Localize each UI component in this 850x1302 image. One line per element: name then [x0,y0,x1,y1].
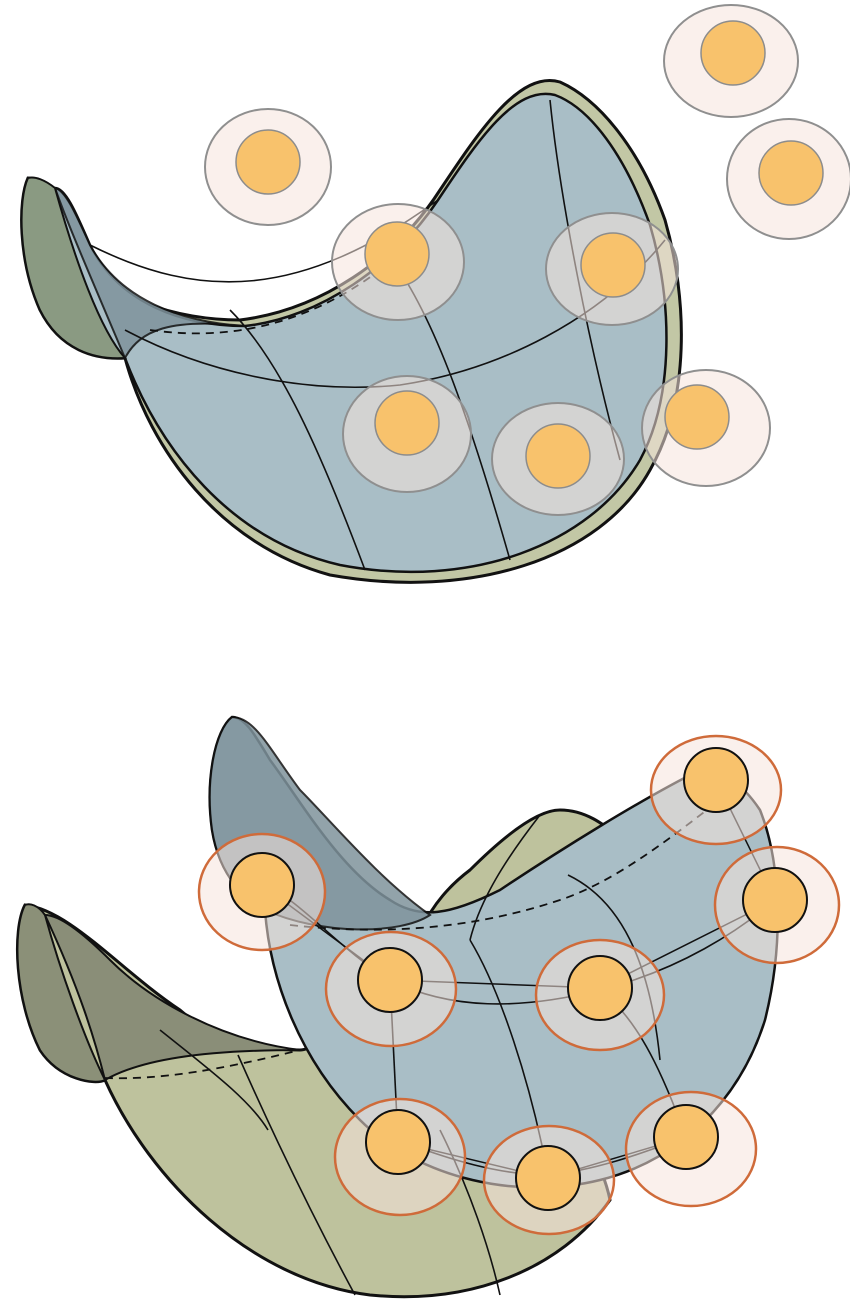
bottom-panel [17,717,839,1297]
bottom-node-3 [743,868,807,932]
top-node-2 [701,21,765,85]
bottom-node-5 [568,956,632,1020]
top-node-3 [759,141,823,205]
top-node-7 [526,424,590,488]
top-node-1 [236,130,300,194]
top-panel [22,5,850,582]
bottom-node-6 [366,1110,430,1174]
bottom-node-8 [654,1105,718,1169]
bottom-node-2 [230,853,294,917]
top-node-8 [665,385,729,449]
top-node-6 [375,391,439,455]
bottom-node-7 [516,1146,580,1210]
top-node-4 [365,222,429,286]
top-node-5 [581,233,645,297]
bottom-node-4 [358,948,422,1012]
bottom-node-1 [684,748,748,812]
